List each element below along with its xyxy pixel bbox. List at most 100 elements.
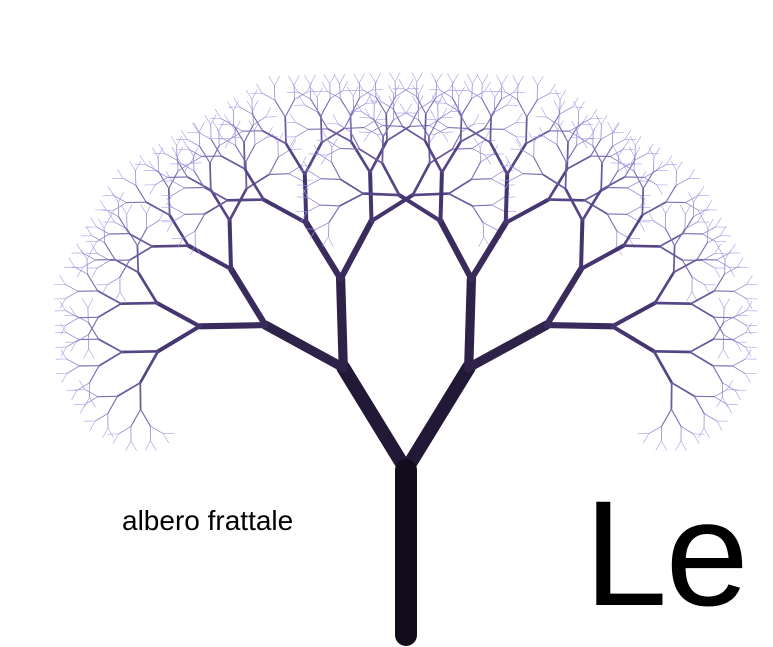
tree-branch (729, 267, 735, 278)
tree-branch (450, 101, 456, 112)
tree-branch (680, 440, 687, 451)
tree-branch (626, 206, 641, 215)
tree-branch (87, 321, 100, 340)
tree-branch (104, 242, 116, 261)
tree-branch (641, 201, 667, 216)
tree-branch (71, 389, 78, 401)
tree-branch (470, 161, 482, 181)
tree-branch (59, 301, 66, 312)
tree-branch (564, 187, 584, 222)
tree-branch (376, 134, 384, 144)
tree-branch (64, 283, 79, 292)
tree-branch (491, 196, 505, 206)
tree-branch (648, 425, 662, 434)
tree-branch (576, 121, 584, 131)
tree-branch (190, 153, 196, 164)
tree-branch (464, 320, 552, 373)
tree-branch (339, 73, 346, 84)
tree-branch (243, 167, 265, 201)
tree-branch (212, 121, 220, 132)
tree-branch (198, 131, 201, 147)
tree-branch (501, 75, 508, 85)
tree-branch (369, 73, 376, 83)
tree-branch (328, 205, 341, 224)
tree-branch (345, 107, 352, 118)
tree-branch (445, 102, 459, 112)
tree-branch (291, 82, 299, 93)
tree-branch (680, 426, 694, 435)
tree-branch (88, 348, 95, 359)
tree-branch (108, 212, 115, 223)
tree-branch (672, 258, 698, 274)
tree-branch (364, 108, 371, 119)
tree-branch (261, 129, 287, 145)
tree-branch (320, 178, 342, 181)
tree-branch (187, 146, 194, 157)
tree-branch (149, 160, 156, 171)
tree-branch (260, 320, 348, 373)
tree-branch (365, 102, 378, 104)
tree-branch (600, 131, 614, 140)
tree-branch (516, 99, 528, 118)
tree-branch (690, 290, 716, 305)
tree-branch (321, 81, 328, 92)
tree-branch (474, 138, 481, 148)
tree-branch (526, 99, 538, 118)
tree-branch (316, 87, 323, 98)
tree-branch (660, 408, 672, 427)
tree-branch (434, 127, 449, 135)
tree-branch (745, 324, 752, 335)
tree-branch (448, 80, 455, 91)
tree-branch (358, 131, 371, 133)
tree-branch (622, 213, 644, 248)
tree-branch (573, 101, 580, 112)
tree-branch (441, 131, 454, 133)
tree-branch (103, 227, 105, 244)
tree-branch (613, 146, 619, 157)
tree-branch (543, 322, 616, 330)
tree-branch (415, 96, 427, 115)
tree-branch (177, 238, 183, 249)
tree-branch (303, 161, 310, 172)
tree-branch (229, 123, 244, 132)
tree-branch (363, 132, 371, 142)
tree-branch (701, 260, 716, 269)
tree-branch (309, 74, 316, 85)
tree-branch (343, 110, 355, 129)
tree-branch (484, 81, 491, 92)
tree-branch (723, 315, 737, 323)
tree-branch (567, 124, 579, 143)
tree-branch (306, 204, 321, 213)
tree-branch (60, 349, 67, 360)
tree-branch (368, 139, 389, 174)
tree-branch (310, 98, 322, 117)
tree-branch (587, 121, 594, 132)
tree-branch (627, 187, 641, 196)
tree-branch (458, 86, 465, 97)
tree-branch (732, 332, 747, 340)
tree-branch (643, 170, 658, 178)
tree-branch (515, 139, 522, 150)
tree-branch (177, 146, 183, 157)
tree-branch (170, 136, 177, 146)
tree-branch (503, 128, 517, 138)
tree-branch (380, 100, 394, 110)
tree-branch (544, 136, 558, 146)
tree-branch (653, 147, 660, 158)
tree-branch (496, 74, 503, 85)
tree-branch (707, 235, 721, 244)
tree-branch (447, 127, 469, 129)
tree-branch (611, 138, 626, 147)
tree-branch (543, 265, 585, 329)
tree-branch (576, 137, 590, 146)
tree-branch (715, 217, 722, 228)
tree-branch (624, 129, 632, 140)
tree-branch (447, 73, 454, 84)
tree-branch (417, 105, 419, 121)
tree-branch (268, 156, 279, 176)
tree-branch (100, 200, 107, 211)
tree-branch (466, 127, 492, 144)
tree-branch (252, 100, 259, 111)
tree-branch (114, 291, 121, 302)
tree-branch (79, 380, 86, 391)
